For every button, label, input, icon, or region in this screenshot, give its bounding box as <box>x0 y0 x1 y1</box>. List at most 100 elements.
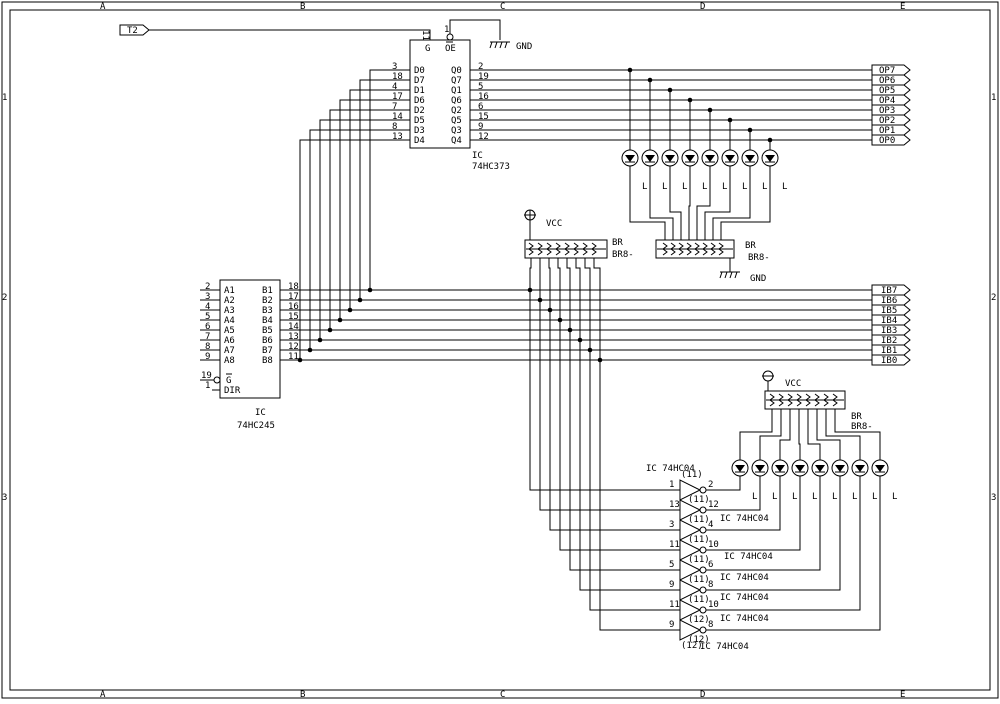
t2-wire <box>149 29 431 40</box>
led-to-resistor-wire <box>704 166 731 240</box>
buffer-g-bubble <box>213 376 221 384</box>
buffer-b-pin: 11 <box>288 352 299 362</box>
inverter-output-wire <box>706 476 741 491</box>
oe-gnd-wire <box>449 19 501 40</box>
inverter-output-wire <box>706 476 841 591</box>
inverter-input-wire <box>599 360 680 631</box>
latch-d-name: D5 <box>414 116 425 126</box>
latch-q-pin: 15 <box>478 112 489 122</box>
led-label: L <box>892 492 897 502</box>
output-port-label: OP7 <box>879 66 895 76</box>
led <box>871 459 889 477</box>
inverter-input-wire <box>569 330 680 571</box>
led-arrow <box>645 155 655 162</box>
inverter-output-wire <box>706 476 761 511</box>
output-port <box>871 114 911 126</box>
inverter-input-wire <box>589 350 680 611</box>
buffer-a-name: A6 <box>224 336 235 346</box>
output-port <box>871 134 911 146</box>
frame-col-label: E <box>900 2 905 12</box>
inverter-in-pin: 13 <box>669 500 680 510</box>
inverter-out-pin: 2 <box>708 480 713 490</box>
latch-g-pin: 11 <box>420 30 430 41</box>
led-label: L <box>772 492 777 502</box>
inverter-triangle <box>679 499 702 521</box>
led-arrow <box>835 465 845 472</box>
led <box>741 149 759 167</box>
output-port <box>871 94 911 106</box>
inverter-supply-pin: (12) <box>688 635 710 645</box>
inner-frame <box>9 9 991 691</box>
input-port <box>871 294 911 306</box>
frame-row-label: 2 <box>2 293 7 303</box>
led-label: L <box>762 182 767 192</box>
inverter-supply-pin: (11) <box>688 515 710 525</box>
led-arrow <box>875 465 885 472</box>
latch-d-name: D7 <box>414 76 425 86</box>
buffer-a-name: A2 <box>224 296 235 306</box>
buffer-b-pin: 13 <box>288 332 299 342</box>
led-arrow <box>685 155 695 162</box>
frame-col-label: C <box>500 690 505 700</box>
inverter-out-pin: 4 <box>708 520 713 530</box>
led-arrow <box>745 155 755 162</box>
inverter-out-pin: 10 <box>708 540 719 550</box>
latch-q-name: Q1 <box>451 86 462 96</box>
latch-q-pin: 5 <box>478 82 483 92</box>
inverter-input-wire <box>579 340 680 591</box>
frame-col-label: A <box>100 690 106 700</box>
buffer-a-name: A3 <box>224 306 235 316</box>
led-label: L <box>782 182 787 192</box>
latch-d-pin: 18 <box>392 72 403 82</box>
input-port <box>871 334 911 346</box>
latch-q-name: Q4 <box>451 136 462 146</box>
input-port-label: IB0 <box>881 356 897 366</box>
resistor-to-led-wire <box>779 409 791 460</box>
latch-part-label: 74HC373 <box>472 162 510 172</box>
bus-riser-wire <box>329 109 388 330</box>
latch-q-name: Q0 <box>451 66 462 76</box>
buffer-b-name: B2 <box>262 296 273 306</box>
led-label: L <box>832 492 837 502</box>
led-arrow <box>775 465 785 472</box>
frame-col-label: C <box>500 2 505 12</box>
led-arrow <box>665 155 675 162</box>
vcc-label: VCC <box>785 379 801 389</box>
resistor-to-led-wire <box>739 409 773 460</box>
latch-d-pin: 13 <box>392 132 403 142</box>
latch-q-pin: 9 <box>478 122 483 132</box>
inverter-supply-pin: (12) <box>681 641 703 651</box>
resistor-to-led-wire <box>816 409 841 460</box>
latch-d-pin: 17 <box>392 92 403 102</box>
latch-oe-pin: 1 <box>444 25 449 35</box>
gnd-tick <box>719 271 723 279</box>
inverter-output-wire <box>706 476 881 631</box>
bus-riser-wire <box>299 139 388 360</box>
latch-q-pin: 16 <box>478 92 489 102</box>
led <box>831 459 849 477</box>
buffer-a-pin: 5 <box>205 312 210 322</box>
frame-col-label: D <box>700 690 705 700</box>
pullup-wire <box>548 258 551 310</box>
led-to-resistor-wire <box>720 166 771 240</box>
bus-riser-wire <box>319 119 388 340</box>
led <box>721 149 739 167</box>
buffer-b-pin: 15 <box>288 312 299 322</box>
inverter-ic-label: IC 74HC04 <box>700 642 749 652</box>
inverter-triangle <box>679 559 702 581</box>
output-port-label: OP0 <box>879 136 895 146</box>
inverter-output-wire <box>706 476 781 531</box>
inverter-supply-pin: (11) <box>688 535 710 545</box>
output-port-label: OP2 <box>879 116 895 126</box>
led-to-resistor-wire <box>629 166 666 240</box>
inverter-ic-label: IC 74HC04 <box>724 552 773 562</box>
output-port <box>871 64 911 76</box>
